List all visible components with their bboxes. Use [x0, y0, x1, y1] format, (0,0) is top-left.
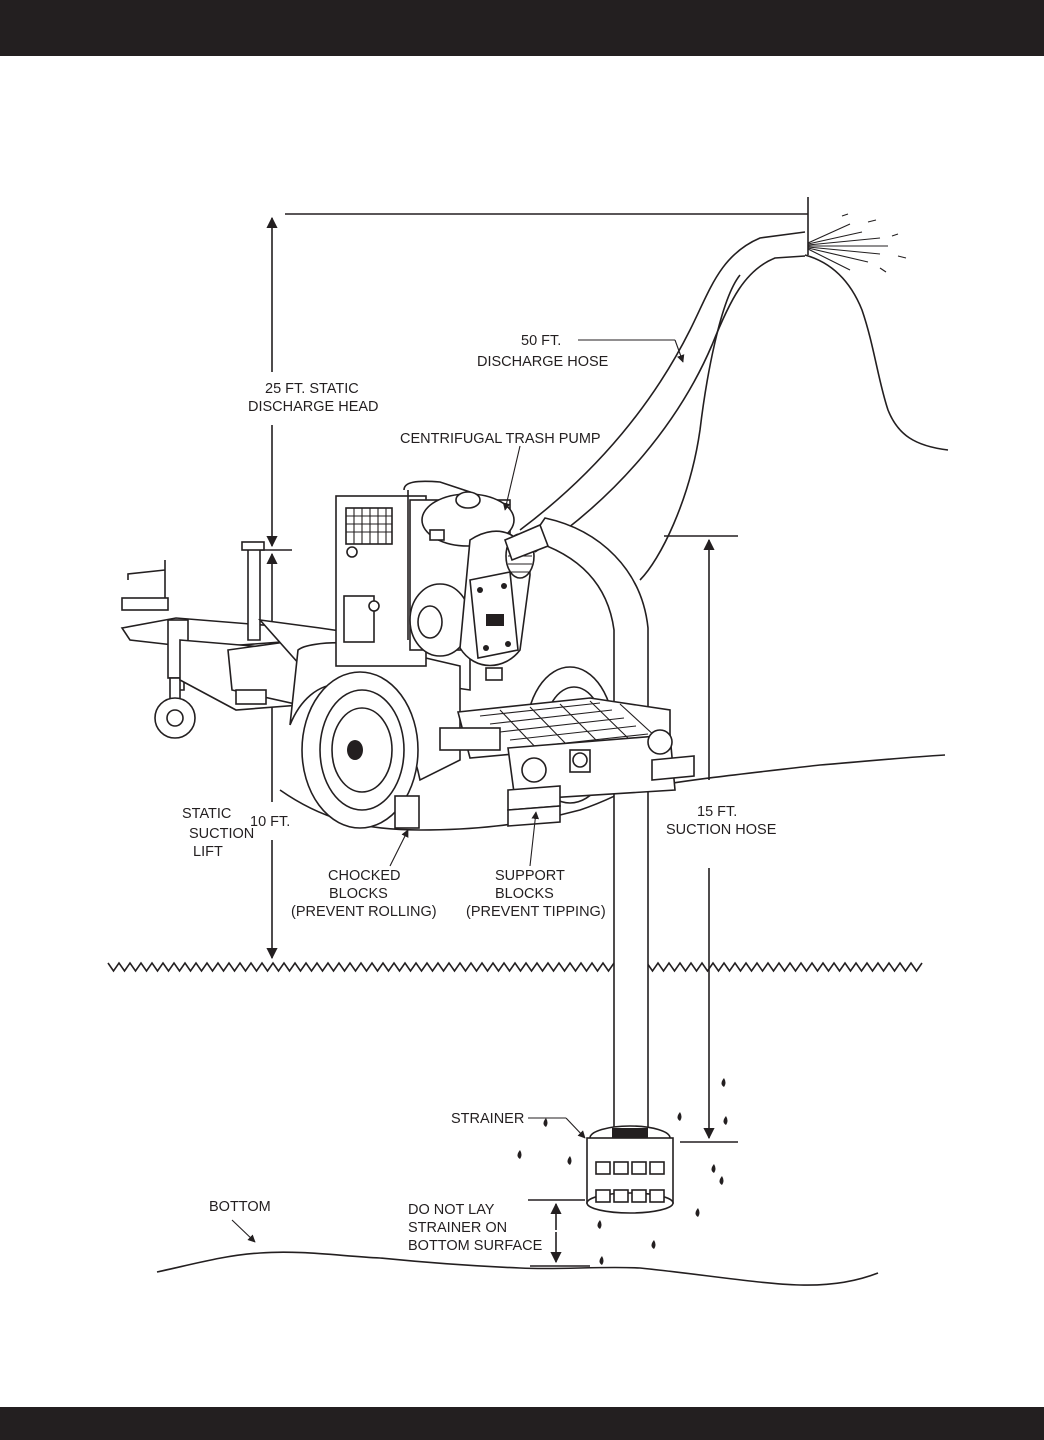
- strainer: [586, 1125, 674, 1214]
- label-static-lift-1: STATIC: [182, 806, 231, 822]
- hill-outline: [804, 254, 949, 451]
- label-warning-2: STRAINER ON: [408, 1220, 507, 1236]
- label-strainer: STRAINER: [451, 1111, 524, 1127]
- label-warning-1: DO NOT LAY: [408, 1202, 495, 1218]
- label-chocked-3: (PREVENT ROLLING): [291, 904, 437, 920]
- water-surface: [107, 961, 923, 973]
- discharge-hose: [519, 231, 806, 531]
- label-discharge-hose-length: 50 FT.: [521, 333, 561, 349]
- water-spray: [807, 213, 907, 273]
- label-lift-value: 10 FT.: [250, 814, 290, 830]
- label-suction-hose: SUCTION HOSE: [666, 822, 777, 838]
- discharge-hose-pointer-2: [674, 339, 685, 363]
- label-suction-hose-length: 15 FT.: [697, 804, 737, 820]
- label-support-3: (PREVENT TIPPING): [466, 904, 606, 920]
- water-droplets: [517, 1078, 728, 1265]
- bottom-footer-bar: [0, 1407, 1044, 1440]
- label-support-1: SUPPORT: [495, 868, 565, 884]
- label-static-head-1: 25 FT. STATIC: [265, 381, 359, 397]
- label-pump: CENTRIFUGAL TRASH PUMP: [400, 431, 601, 447]
- support-pointer: [529, 811, 540, 867]
- bottom-pointer: [231, 1219, 256, 1243]
- trailer: [120, 541, 695, 829]
- platform-grate: [479, 700, 657, 753]
- label-chocked-2: BLOCKS: [329, 886, 388, 902]
- suction-hose: [528, 517, 649, 1131]
- ground-surface-right: [647, 754, 946, 788]
- pump-pointer: [502, 445, 521, 511]
- label-discharge-hose: DISCHARGE HOSE: [477, 354, 609, 370]
- label-support-2: BLOCKS: [495, 886, 554, 902]
- bottom-surface: [156, 1251, 879, 1286]
- top-header-bar: [0, 0, 1044, 56]
- label-static-lift-3: LIFT: [193, 844, 223, 860]
- label-static-head-2: DISCHARGE HEAD: [248, 399, 379, 415]
- discharge-hose-edge: [534, 255, 806, 553]
- strainer-pointer-2: [565, 1117, 586, 1139]
- chocked-pointer: [389, 829, 409, 867]
- label-bottom: BOTTOM: [209, 1199, 271, 1215]
- label-chocked-1: CHOCKED: [328, 868, 401, 884]
- trash-pump-engine: [335, 480, 550, 681]
- label-warning-3: BOTTOM SURFACE: [408, 1238, 543, 1254]
- label-static-lift-2: SUCTION: [189, 826, 254, 842]
- discharge-hose-fold: [639, 274, 741, 581]
